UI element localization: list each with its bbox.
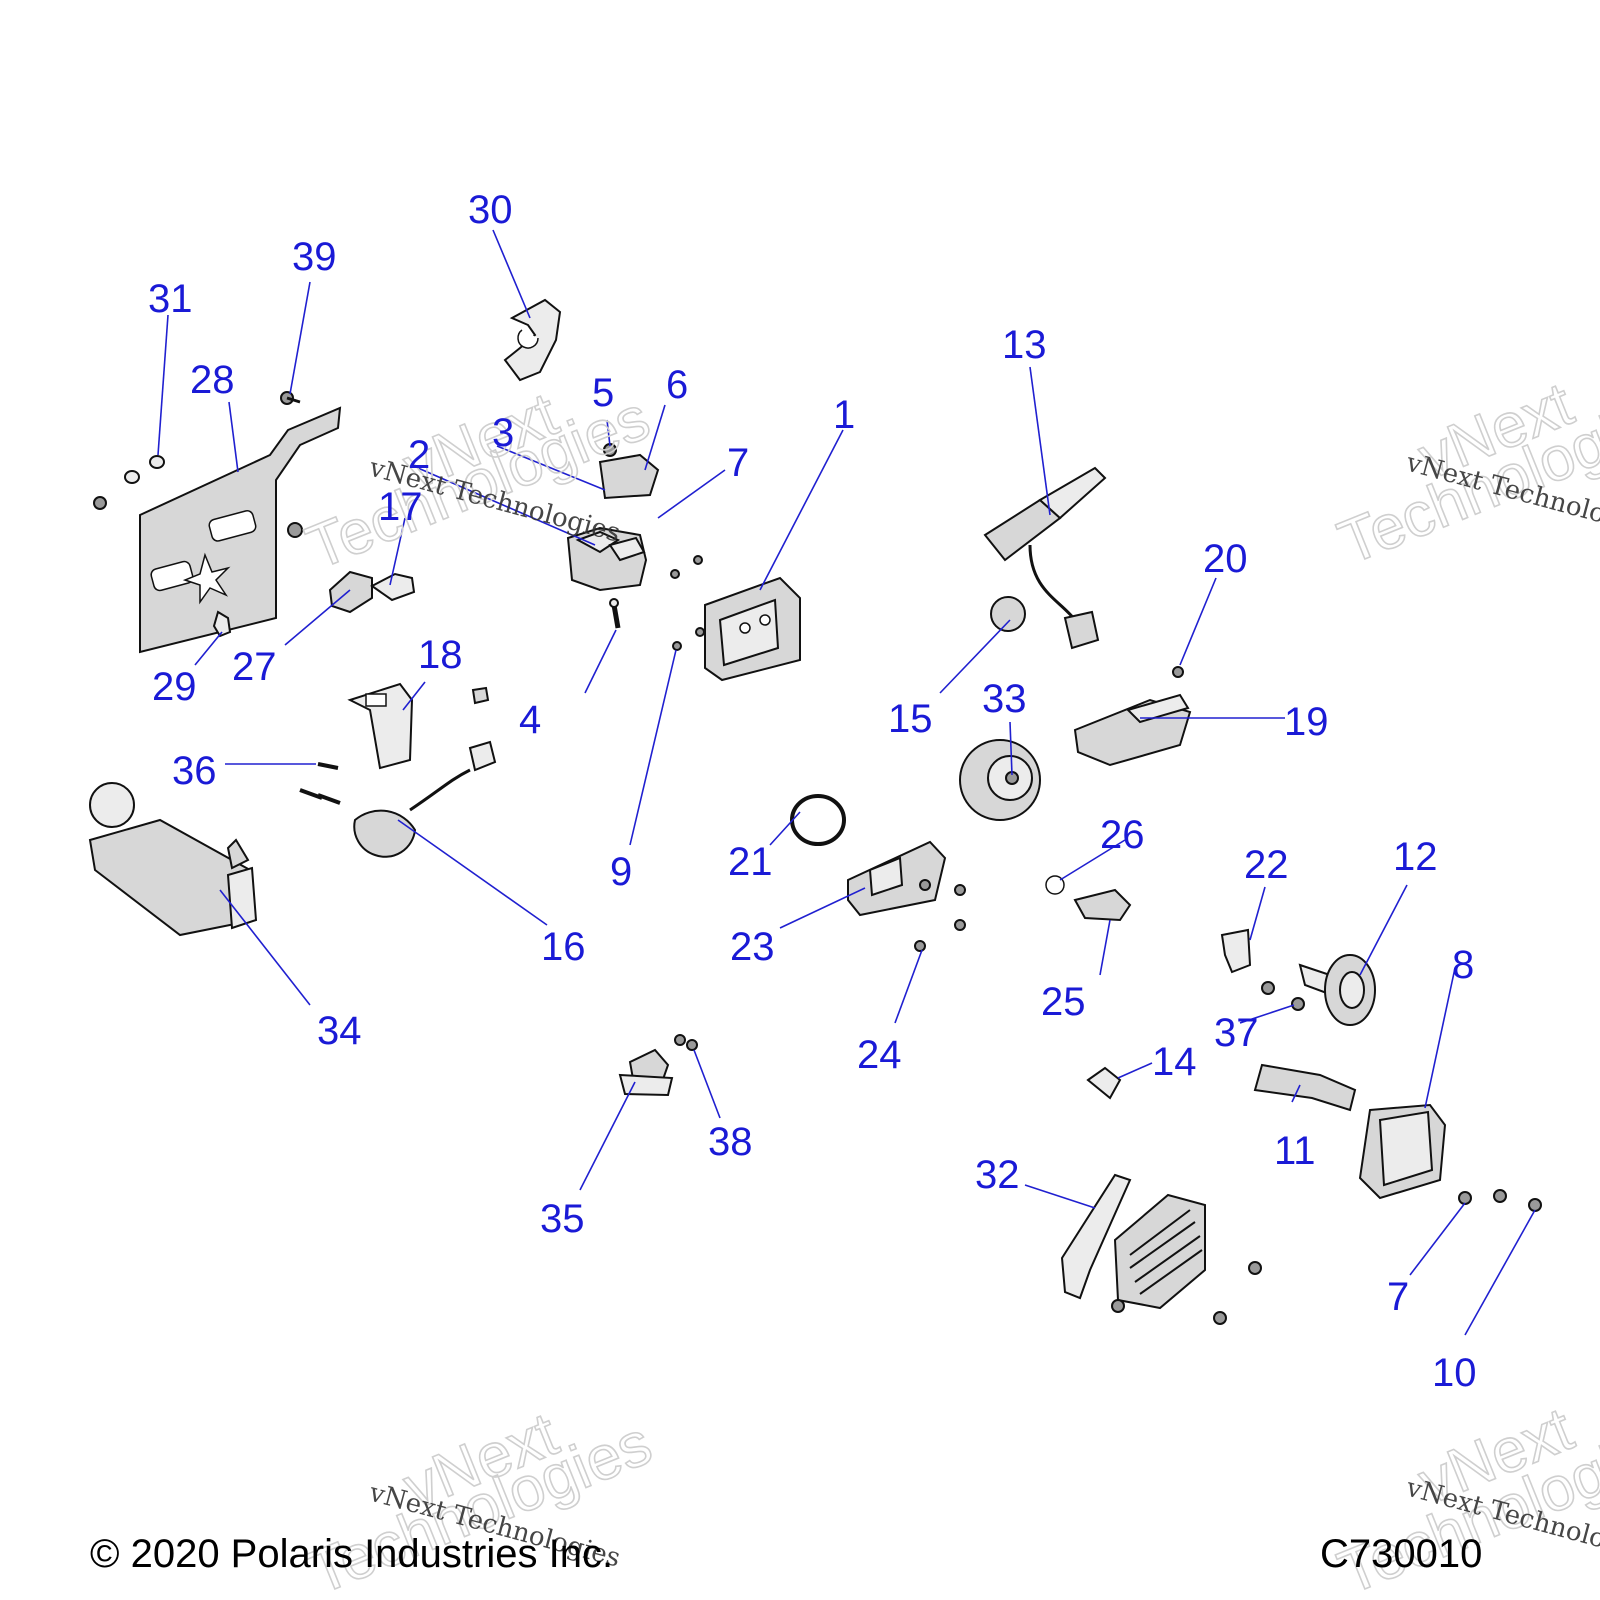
part-33-speaker (959, 739, 1041, 821)
callout-2: 2 (408, 433, 430, 477)
callout-35: 35 (540, 1197, 585, 1241)
callout-36: 36 (172, 749, 217, 793)
part-26-washer (1045, 875, 1065, 895)
callout-23: 23 (730, 925, 775, 969)
callout-24: 24 (857, 1033, 902, 1077)
part-29-clip (212, 610, 232, 638)
part-screw-c (695, 627, 705, 637)
part-screw-a (670, 569, 680, 579)
part-22-bracket (1220, 928, 1252, 974)
part-6-relay (598, 453, 660, 500)
part-20-fastener (1172, 666, 1184, 678)
callout-26: 26 (1100, 813, 1145, 857)
part-38-nut-a (674, 1034, 686, 1046)
leader-lines (157, 229, 1536, 1336)
part-24-screw-b (919, 879, 931, 891)
callout-5: 5 (592, 371, 614, 415)
callout-32: 32 (975, 1153, 1020, 1197)
copyright-notice: © 2020 Polaris Industries Inc. (90, 1532, 614, 1576)
part-14-clip (1086, 1066, 1122, 1100)
callout-12: 12 (1393, 835, 1438, 879)
part-32-screw-b (1248, 1261, 1262, 1275)
callout-25: 25 (1041, 980, 1086, 1024)
part-39-screw (280, 391, 301, 405)
callout-17: 17 (378, 485, 423, 529)
part-36-screws (299, 762, 341, 805)
part-7-screw-b (1493, 1189, 1507, 1203)
part-connector-small (471, 686, 490, 705)
part-8-regulator (1358, 1103, 1447, 1200)
part-7-screw (1458, 1191, 1472, 1205)
callout-4: 4 (519, 698, 541, 742)
part-37-screw (1291, 997, 1305, 1011)
part-32-regulator-assembly (1060, 1173, 1206, 1310)
part-31-washer (124, 470, 140, 484)
callout-37: 37 (1214, 1011, 1259, 1055)
part-9-screw (672, 641, 682, 651)
part-15-grommet (990, 596, 1026, 632)
callout-11: 11 (1274, 1129, 1316, 1173)
part-18-bracket (347, 682, 414, 770)
callout-6: 6 (666, 363, 688, 407)
watermarks: vNext Technologies vNext Technologies vN… (297, 369, 1600, 1600)
part-24-screw-a (954, 884, 966, 896)
callout-30: 30 (468, 188, 513, 232)
callout-20: 20 (1203, 537, 1248, 581)
part-37-nut (1261, 981, 1275, 995)
part-12-horn (1298, 954, 1376, 1026)
part-32-screw-c (1213, 1311, 1227, 1325)
callout-14: 14 (1152, 1040, 1197, 1084)
callout-10: 10 (1432, 1351, 1477, 1395)
callout-29: 29 (152, 665, 197, 709)
callout-3: 3 (492, 411, 514, 455)
part-27-connector (328, 570, 416, 614)
callout-34: 34 (317, 1009, 362, 1053)
part-34-hitch (88, 782, 258, 937)
callout-numbers: 1 2 3 4 5 6 7 7 8 9 10 11 12 13 14 15 16… (148, 188, 1477, 1395)
part-24-screw-c (954, 919, 966, 931)
figure-code: C730010 (1320, 1532, 1483, 1576)
callout-39: 39 (292, 235, 337, 279)
callout-7-upper: 7 (727, 441, 749, 485)
part-24-screw-d (914, 940, 926, 952)
part-31-nut (149, 455, 165, 469)
part-32-screw-a (1111, 1299, 1125, 1313)
part-21-o-ring (790, 794, 846, 846)
part-1-ecu (704, 576, 801, 682)
part-10-screw (1528, 1198, 1542, 1212)
callout-31: 31 (148, 277, 193, 321)
callout-28: 28 (190, 358, 235, 402)
callout-1: 1 (833, 393, 855, 437)
part-19-module (1073, 693, 1192, 767)
callout-27: 27 (232, 645, 277, 689)
callout-7-lower: 7 (1387, 1275, 1409, 1319)
callout-9: 9 (610, 850, 632, 894)
part-28-mounting-plate (93, 406, 342, 654)
part-30-bracket (503, 298, 562, 382)
callout-13: 13 (1002, 323, 1047, 367)
part-4-bolt (609, 598, 621, 629)
callout-38: 38 (708, 1120, 753, 1164)
part-38-nut-b (686, 1039, 698, 1051)
callout-8: 8 (1452, 943, 1474, 987)
part-13-switch (983, 466, 1107, 650)
part-2-relay-block (566, 526, 648, 592)
part-screw-b (693, 555, 703, 565)
callout-21: 21 (728, 840, 773, 884)
callout-15: 15 (888, 697, 933, 741)
callout-22: 22 (1244, 843, 1289, 887)
part-25-sensor (1073, 888, 1132, 922)
callout-16: 16 (541, 925, 586, 969)
callout-18: 18 (418, 633, 463, 677)
part-23-fuse-block (847, 840, 947, 917)
part-35-solenoid (618, 1048, 674, 1097)
callout-19: 19 (1284, 700, 1329, 744)
callout-33: 33 (982, 677, 1027, 721)
part-11-bracket (1253, 1063, 1357, 1112)
